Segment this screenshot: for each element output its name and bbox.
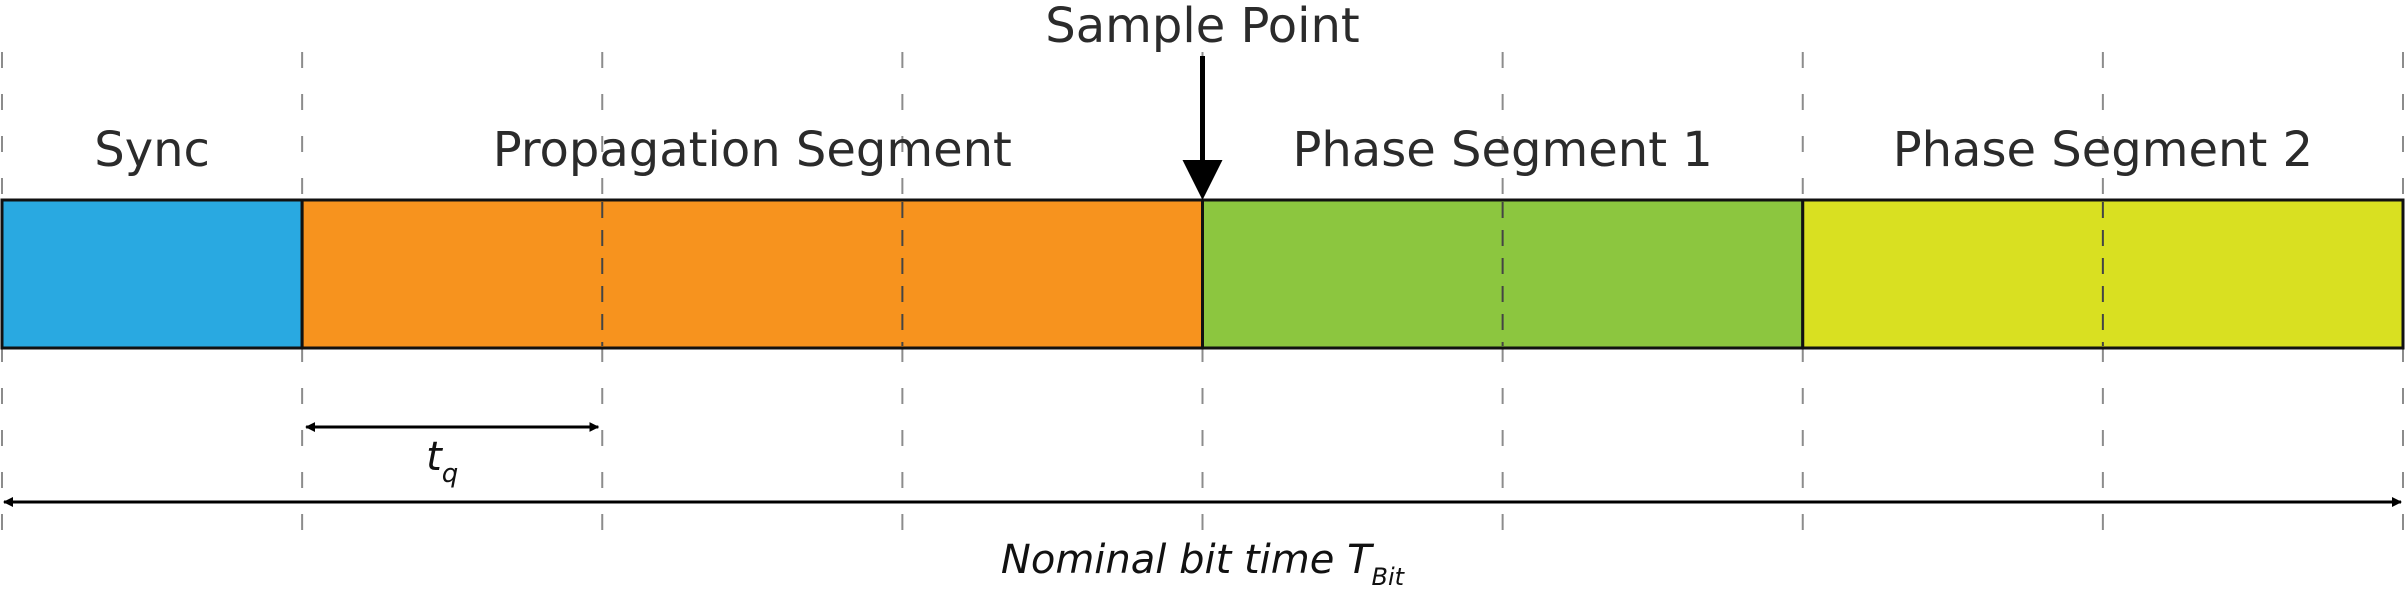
segment-bar <box>0 198 2405 350</box>
segment-sync <box>0 198 304 350</box>
bit-time-dimension: Nominal bit time TBit <box>3 497 2402 591</box>
time-quantum-label-sub: q <box>442 459 459 489</box>
segment-label-phase-segment-1: Phase Segment 1 <box>1292 122 1712 178</box>
bit-time-label-sub: Bit <box>1372 563 1406 591</box>
sample-point-arrowhead <box>1182 160 1223 200</box>
sample-point-marker: Sample Point <box>1045 0 1360 200</box>
sample-point-label: Sample Point <box>1045 0 1359 54</box>
time-quantum-label-main: t <box>426 434 443 480</box>
bit-time-label: Nominal bit time TBit <box>1001 537 1406 591</box>
time-quantum-label: tq <box>426 434 458 489</box>
segment-labels: Sync Propagation Segment Phase Segment 1 Ph… <box>94 122 2313 178</box>
segment-label-phase-segment-2: Phase Segment 2 <box>1893 122 2313 178</box>
segment-label-propagation-segment: Propagation Segment <box>493 122 1012 178</box>
time-quantum-dividers <box>601 202 2104 346</box>
time-quantum-dimension: tq <box>305 422 600 489</box>
segment-label-sync: Sync <box>94 122 210 178</box>
bit-time-label-main: Nominal bit time T <box>1001 537 1375 583</box>
segment-propagation-segment <box>300 198 1204 350</box>
